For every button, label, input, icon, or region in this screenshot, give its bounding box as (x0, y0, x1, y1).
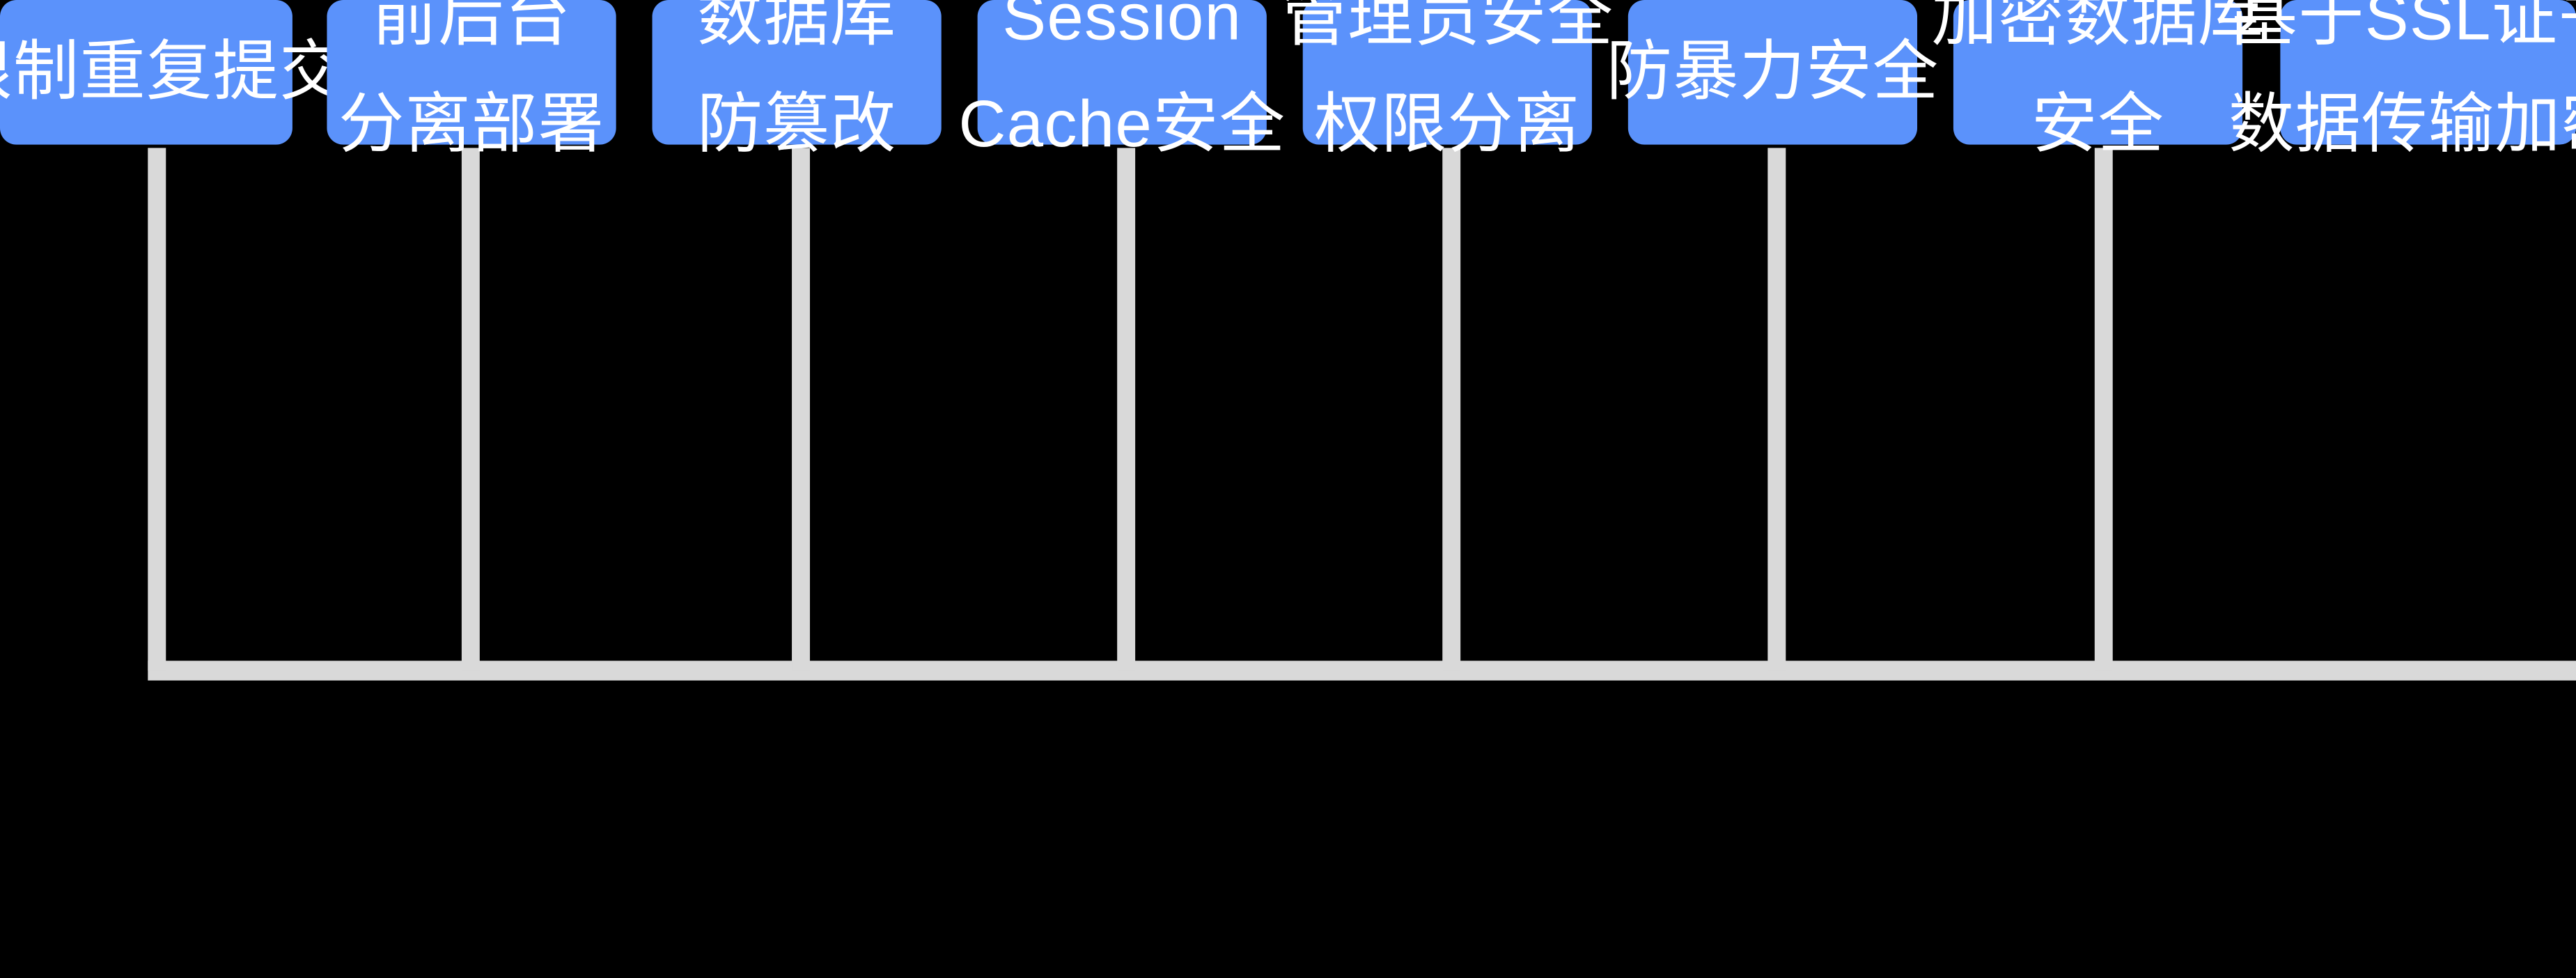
top-drop-2 (461, 148, 480, 671)
branch-label-line: 基于SSL证书 (2231, 0, 2576, 55)
branch-label-line: 前后台 (371, 0, 572, 55)
branch-node-db-anti-tamper[interactable]: 数据库 防篡改 (652, 0, 942, 161)
branch-label-line: 数据传输加密 (2228, 88, 2576, 162)
branch-label-line: Session (1002, 0, 1242, 55)
branch-label-line: 安全 (2031, 88, 2165, 162)
branch-node-session-cache[interactable]: Session Cache安全 (958, 0, 1285, 161)
branch-node-admin-privilege-split[interactable]: 管理员安全 权限分离 (1281, 0, 1613, 161)
top-drop-7 (2094, 148, 2113, 671)
branch-node-front-back-split[interactable]: 前后台 分离部署 (327, 0, 616, 161)
branch-label-line: Cache安全 (958, 88, 1286, 162)
branch-label-line: 防篡改 (696, 88, 897, 162)
top-drop-1 (148, 148, 166, 671)
top-drop-5 (1442, 148, 1461, 671)
branch-label-line: 数据库 (696, 0, 897, 55)
branch-node-anti-brute-force[interactable]: 防暴力安全 (1607, 0, 1938, 145)
branch-label-line: 防暴力安全 (1606, 35, 1939, 108)
branch-label-line: 限制重复提交 (0, 35, 346, 108)
top-horizontal-bus (148, 660, 2576, 681)
branch-label-line: 管理员安全 (1281, 0, 1614, 55)
branch-label-line: 权限分离 (1314, 88, 1581, 162)
branch-node-encrypted-db[interactable]: 加密数据库 安全 (1932, 0, 2263, 161)
branch-label-line: 分离部署 (338, 88, 605, 162)
top-drop-6 (1767, 148, 1786, 671)
top-drop-3 (792, 148, 811, 671)
branch-node-limit-repeat-submit[interactable]: 限制重复提交 (0, 0, 345, 145)
top-drop-4 (1117, 148, 1136, 671)
branch-node-ssl-transport[interactable]: 基于SSL证书 数据传输加密 (2228, 0, 2576, 161)
branch-label-line: 加密数据库 (1931, 0, 2265, 55)
